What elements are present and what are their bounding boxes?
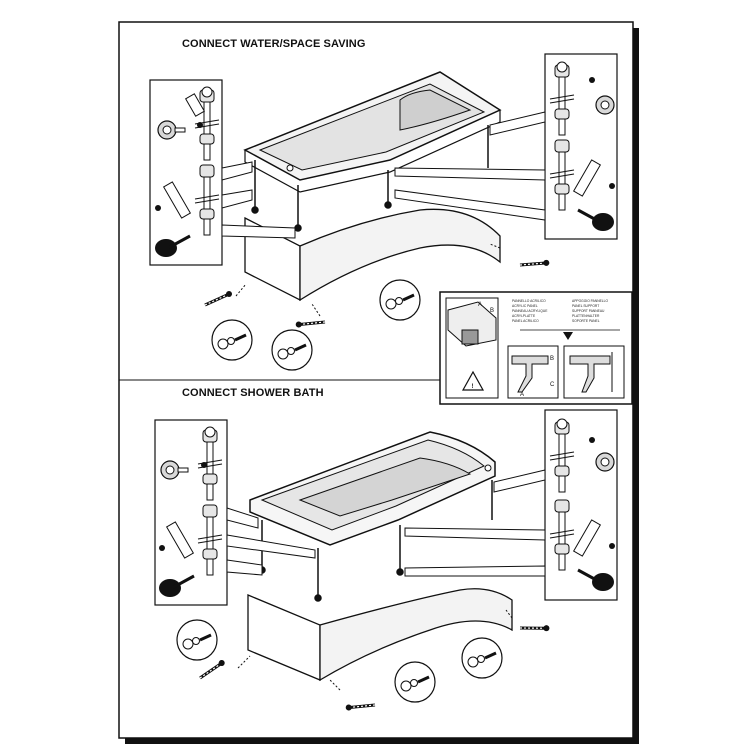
label-a2: A [520, 392, 524, 398]
bath-tub-bottom [249, 431, 496, 546]
warning-notes-right: APPOGGIO PANNELLO PANEL SUPPORT SUPPORT … [572, 299, 608, 323]
svg-text:ACRYLIC PANEL: ACRYLIC PANEL [512, 304, 538, 308]
leader-lines-bottom [226, 469, 546, 577]
fixings-top [203, 243, 552, 372]
label-b2: B [550, 356, 554, 362]
svg-text:!: ! [472, 384, 474, 390]
svg-text:SUPPORT PANNEAU: SUPPORT PANNEAU [572, 309, 605, 313]
svg-text:PANNEAU ACRYLIQUE: PANNEAU ACRYLIQUE [512, 309, 548, 313]
svg-text:APPOGGIO PANNELLO: APPOGGIO PANNELLO [572, 299, 608, 303]
leader-lines-top [221, 111, 546, 239]
warning-triangle-icon [461, 370, 485, 391]
panel-fitting-warning-inset: ! A B PANNELLO ACRILICO ACRYLIC PANEL PA… [439, 291, 633, 405]
svg-text:PANEL SUPPORT: PANEL SUPPORT [572, 304, 599, 308]
detail-panel-bottom-right [544, 409, 618, 601]
bath-panel-bottom [247, 588, 513, 682]
section-title-water-space-saving: CONNECT WATER/SPACE SAVING [182, 38, 366, 50]
warning-notes-left: PANNELLO ACRILICO ACRYLIC PANEL PANNEAU … [512, 299, 548, 323]
svg-text:PLATTENHALTER: PLATTENHALTER [572, 314, 600, 318]
tub-legs-top [251, 125, 489, 232]
section-title-shower-bath: CONNECT SHOWER BATH [182, 387, 324, 399]
detail-panel-top-left [149, 79, 223, 266]
detail-panel-bottom-left [154, 419, 228, 606]
svg-text:PANNELLO ACRILICO: PANNELLO ACRILICO [512, 299, 546, 303]
bottom-assembly-diagram [154, 409, 618, 720]
svg-text:ACRYLPLATTE: ACRYLPLATTE [512, 314, 536, 318]
top-assembly-diagram: ! A B PANNELLO ACRILICO ACRYLIC PANEL PA… [149, 53, 633, 405]
svg-text:PANEL ACRILICO: PANEL ACRILICO [512, 319, 539, 323]
bath-tub-top [243, 71, 502, 193]
label-a: A [478, 302, 482, 308]
detail-panel-top-right [544, 53, 618, 240]
fixings-bottom [175, 609, 552, 720]
svg-text:SOPORTE PANEL: SOPORTE PANEL [572, 319, 600, 323]
label-b: B [490, 308, 494, 314]
label-c: C [550, 382, 555, 388]
